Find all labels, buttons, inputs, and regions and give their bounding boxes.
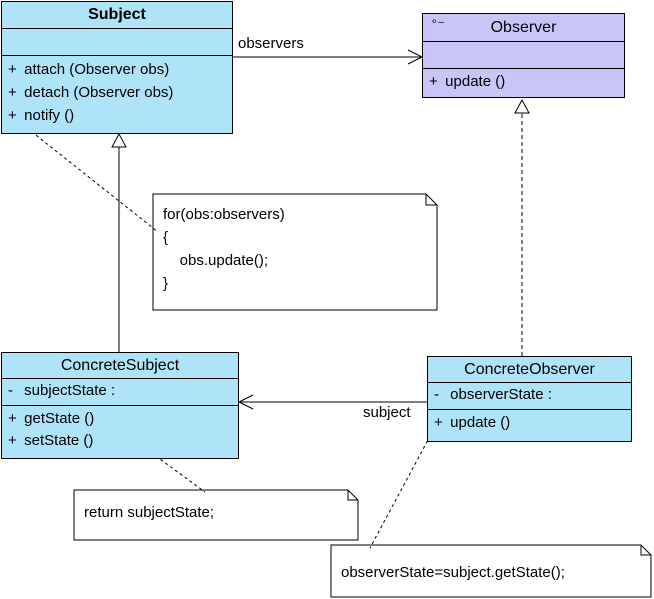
operation-text: update () — [450, 414, 511, 431]
operation-text: notify () — [24, 107, 75, 124]
operation-text: attach (Observer obs) — [24, 61, 170, 78]
operation-notify: + notify () — [8, 104, 232, 127]
subject-association-label: subject — [363, 404, 411, 421]
subject-generalization-arrowhead — [111, 132, 127, 148]
observer-interface-name: Observer — [490, 19, 557, 36]
visibility-marker: + — [429, 73, 438, 90]
operation-get-state: + getState () — [8, 408, 238, 430]
operation-attach: + attach (Observer obs) — [8, 58, 232, 81]
observers-association-label: observers — [238, 35, 304, 52]
subject-class-name: Subject — [2, 2, 232, 29]
subject-operations: + attach (Observer obs) + detach (Observ… — [2, 56, 232, 127]
concrete-subject-attributes: - subjectState : — [2, 379, 238, 406]
update-note-fold — [640, 545, 651, 556]
notify-note-anchor — [21, 123, 159, 233]
getstate-note-fold — [347, 490, 358, 501]
visibility-marker: + — [8, 107, 17, 124]
observer-interface-header: ⚬– Observer — [423, 14, 624, 42]
subject-attributes — [2, 29, 232, 56]
operation-update: + update () — [429, 71, 624, 93]
attribute-text: subjectState : — [24, 382, 116, 399]
notify-note-fold — [425, 194, 437, 206]
operation-text: detach (Observer obs) — [24, 84, 174, 101]
operation-text: getState () — [24, 410, 95, 427]
visibility-marker: - — [8, 382, 13, 399]
attribute-observer-state: - observerState : — [434, 384, 631, 406]
notify-note-shape — [152, 193, 438, 311]
concrete-observer-class[interactable]: ConcreteObserver - observerState : + upd… — [427, 356, 632, 442]
concrete-observer-attributes: - observerState : — [428, 383, 631, 410]
attribute-subject-state: - subjectState : — [8, 380, 238, 402]
visibility-marker: + — [8, 84, 17, 101]
visibility-marker: + — [8, 61, 17, 78]
concrete-observer-class-name: ConcreteObserver — [428, 357, 631, 383]
notify-note: for(obs:observers) { obs.update(); } — [163, 206, 285, 292]
concrete-subject-class-name: ConcreteSubject — [2, 353, 238, 379]
visibility-marker: + — [8, 432, 17, 449]
operation-update: + update () — [434, 412, 631, 434]
observer-realization-arrowhead — [514, 98, 530, 114]
interface-icon: ⚬– — [430, 17, 444, 28]
visibility-marker: + — [434, 414, 443, 431]
observer-attributes — [423, 42, 624, 69]
concrete-subject-class[interactable]: ConcreteSubject - subjectState : + getSt… — [1, 352, 239, 459]
operation-text: update () — [445, 73, 506, 90]
visibility-marker: - — [434, 386, 439, 403]
operation-text: setState () — [24, 432, 94, 449]
attribute-text: observerState : — [450, 386, 552, 403]
concrete-observer-operations: + update () — [428, 410, 631, 434]
visibility-marker: + — [8, 410, 17, 427]
concrete-subject-operations: + getState () + setState () — [2, 406, 238, 452]
subject-association-arrowhead — [237, 394, 254, 410]
update-note-shape — [330, 544, 652, 598]
operation-set-state: + setState () — [8, 430, 238, 452]
subject-class[interactable]: Subject + attach (Observer obs) + detach… — [1, 1, 233, 134]
observer-interface[interactable]: ⚬– Observer + update () — [422, 13, 625, 98]
getstate-note-shape — [73, 489, 359, 541]
update-note-anchor — [369, 424, 437, 549]
getstate-note: return subjectState; — [84, 504, 215, 521]
update-note: observerState=subject.getState(); — [341, 564, 565, 581]
operation-detach: + detach (Observer obs) — [8, 81, 232, 104]
observer-operations: + update () — [423, 69, 624, 93]
